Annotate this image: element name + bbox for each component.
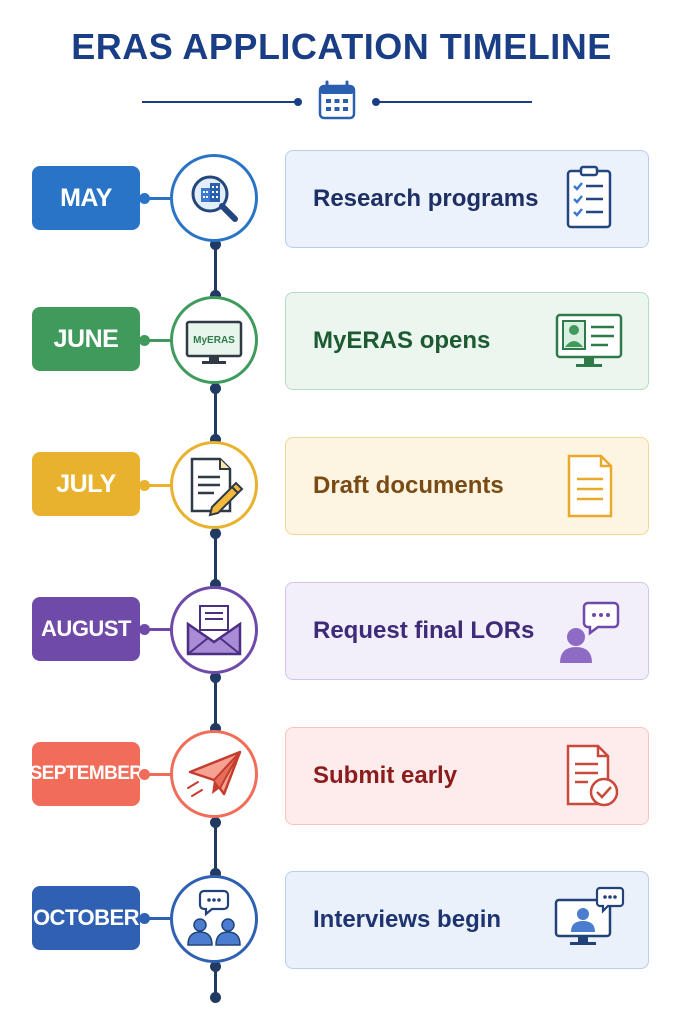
timeline-dot [210, 672, 221, 683]
connector-dot [139, 624, 150, 635]
connector-dot [139, 193, 150, 204]
month-badge: SEPTEMBER [30, 742, 143, 806]
timeline-spine [214, 820, 217, 875]
document-check-icon [566, 744, 619, 807]
timeline-spine [214, 675, 217, 730]
timeline-spine [214, 964, 217, 998]
timeline-dot [210, 383, 221, 394]
month-badge: AUGUST [32, 597, 140, 661]
checklist-icon [566, 165, 612, 229]
step-circle [170, 875, 258, 963]
paper-plane-icon [187, 750, 242, 797]
month-badge: JULY [32, 452, 140, 516]
step-card: Request final LORs [285, 582, 649, 680]
svg-text:MyERAS: MyERAS [193, 335, 235, 346]
monitor-profile-icon [555, 313, 623, 367]
step-card: Research programs [285, 150, 649, 248]
month-badge: OCTOBER [32, 886, 140, 950]
calendar-icon [318, 80, 356, 120]
timeline-spine [214, 531, 217, 586]
connector-line [140, 484, 172, 487]
timeline-dot [210, 961, 221, 972]
title-divider [142, 80, 532, 120]
step-card: Interviews begin [285, 871, 649, 969]
timeline-dot [210, 868, 221, 879]
connector-line [140, 773, 172, 776]
timeline-dot [210, 579, 221, 590]
magnifier-building-icon [191, 175, 238, 222]
timeline-dot [210, 817, 221, 828]
step-label: Research programs [313, 185, 539, 212]
connector-line [140, 197, 172, 200]
connector-dot [139, 480, 150, 491]
step-label: MyERAS opens [313, 327, 491, 354]
connector-line [140, 339, 172, 342]
step-circle [170, 154, 258, 242]
timeline-dot [210, 290, 221, 301]
connector-line [140, 628, 172, 631]
month-badge: MAY [32, 166, 140, 230]
step-label: Request final LORs [313, 617, 535, 644]
connector-dot [139, 335, 150, 346]
timeline-dot [210, 239, 221, 250]
envelope-letter-icon [186, 605, 242, 656]
two-people-chat-icon [187, 889, 241, 946]
step-circle [170, 730, 258, 818]
timeline-dot [210, 434, 221, 445]
step-label: Submit early [313, 762, 458, 789]
monitor-myeras-icon: MyERAS [185, 320, 243, 364]
page-title: ERAS APPLICATION TIMELINE [71, 26, 612, 67]
step-circle [170, 441, 258, 529]
timeline-dot [210, 992, 221, 1003]
step-label: Draft documents [313, 472, 504, 499]
step-circle [170, 586, 258, 674]
person-chat-icon [560, 601, 620, 663]
document-icon [567, 454, 613, 518]
connector-dot [139, 913, 150, 924]
connector-dot [139, 769, 150, 780]
timeline-spine [214, 386, 217, 441]
timeline-spine [214, 242, 217, 297]
timeline-dot [210, 723, 221, 734]
video-call-icon [554, 886, 625, 945]
step-circle: MyERAS [170, 296, 258, 384]
timeline-dot [210, 528, 221, 539]
step-card: MyERAS opens [285, 292, 649, 390]
connector-line [140, 917, 172, 920]
step-card: Draft documents [285, 437, 649, 535]
document-pencil-icon [190, 457, 244, 517]
month-badge: JUNE [32, 307, 140, 371]
step-label: Interviews begin [313, 906, 502, 933]
step-card: Submit early [285, 727, 649, 825]
